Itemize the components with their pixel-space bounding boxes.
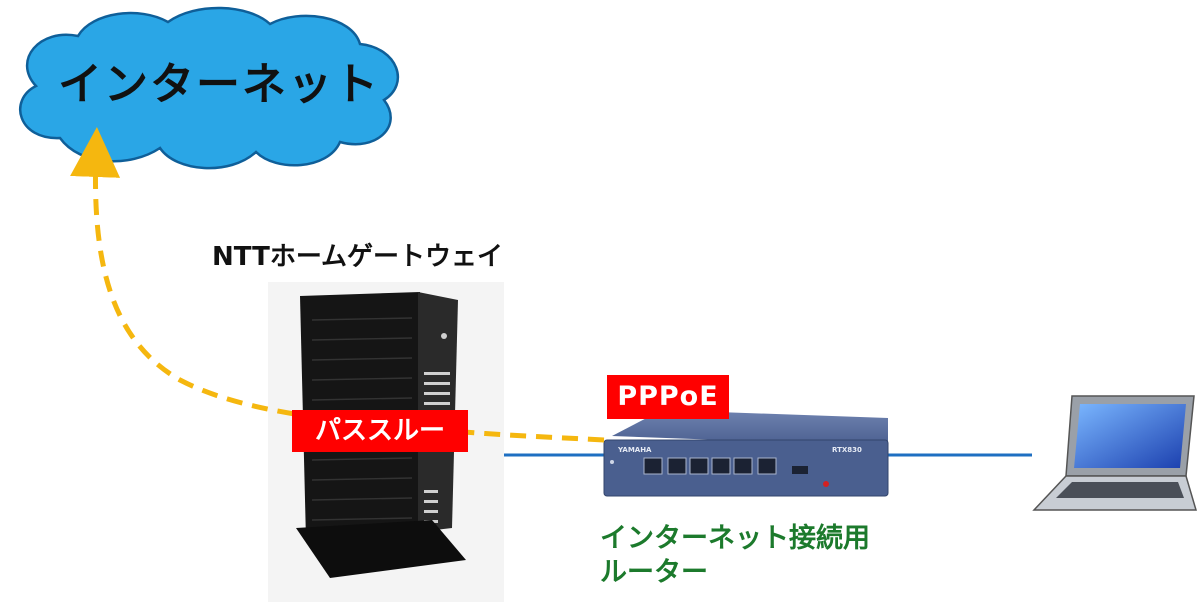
passthrough-tag: パススルー (292, 410, 468, 452)
router-usb-port (792, 466, 808, 474)
router-power-led (610, 460, 614, 464)
yamaha-rtx830-router: YAMAHA RTX830 (603, 410, 889, 497)
router-caption: インターネット接続用 ルーター (600, 522, 870, 590)
pppoe-tag: PPPoE (607, 375, 729, 419)
router-model-text: RTX830 (832, 446, 862, 454)
router-caption-line1: インターネット接続用 (600, 523, 870, 554)
router-lan-ports (643, 457, 777, 475)
passthrough-path (70, 127, 605, 443)
gateway-vents (311, 317, 413, 521)
cloud-label: インターネット (58, 59, 380, 110)
gateway-title: NTTホームゲートウェイ (212, 242, 504, 272)
gateway-stand (296, 520, 466, 578)
router-caption-line2: ルーター (600, 557, 708, 588)
laptop-pc (1032, 395, 1198, 511)
laptop-keyboard (1056, 482, 1184, 498)
laptop-screen (1074, 404, 1186, 468)
router-reset-button (823, 481, 829, 487)
router-brand-text: YAMAHA (617, 446, 652, 454)
router-top (612, 410, 888, 446)
